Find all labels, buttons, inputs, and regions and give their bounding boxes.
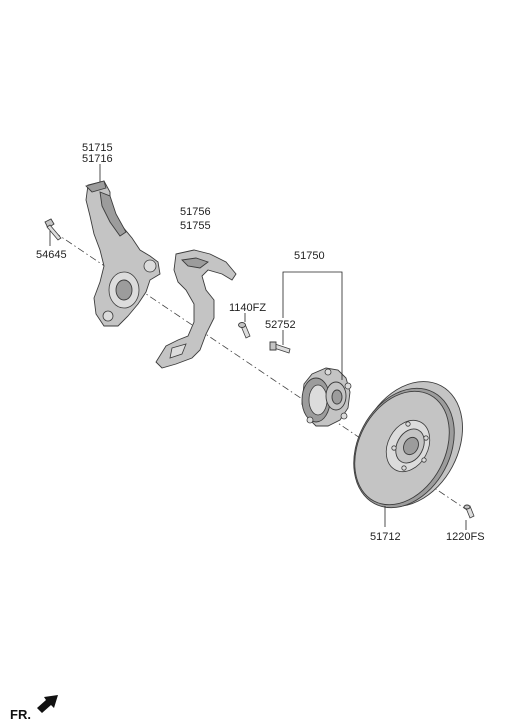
part-number-51756[interactable]: 51756 <box>180 206 211 218</box>
hub-bolt-52752[interactable] <box>269 341 291 354</box>
screw-1220fs[interactable] <box>463 504 475 519</box>
part-number-51750[interactable]: 51750 <box>294 250 325 262</box>
part-number-52752[interactable]: 52752 <box>265 319 296 331</box>
part-number-1140fz[interactable]: 1140FZ <box>229 302 266 314</box>
front-direction-marker: FR. <box>10 695 58 722</box>
part-number-54645[interactable]: 54645 <box>36 249 67 261</box>
leader-hub-assembly <box>282 271 343 380</box>
steering-knuckle[interactable] <box>85 180 161 327</box>
bolt-1140fz[interactable] <box>238 322 251 339</box>
part-number-51712[interactable]: 51712 <box>370 531 401 543</box>
bolt-54645[interactable] <box>44 218 62 241</box>
part-number-51715[interactable]: 51715 <box>82 142 113 154</box>
part-number-51755[interactable]: 51755 <box>180 220 211 232</box>
front-direction-label: FR. <box>10 707 31 722</box>
part-number-51716[interactable]: 51716 <box>82 153 113 165</box>
brake-dust-shield[interactable] <box>155 249 237 369</box>
brake-disc[interactable] <box>334 363 484 525</box>
wheel-hub-assembly[interactable] <box>301 367 352 427</box>
part-number-1220fs[interactable]: 1220FS <box>446 531 485 543</box>
front-arrow-icon <box>37 695 58 713</box>
